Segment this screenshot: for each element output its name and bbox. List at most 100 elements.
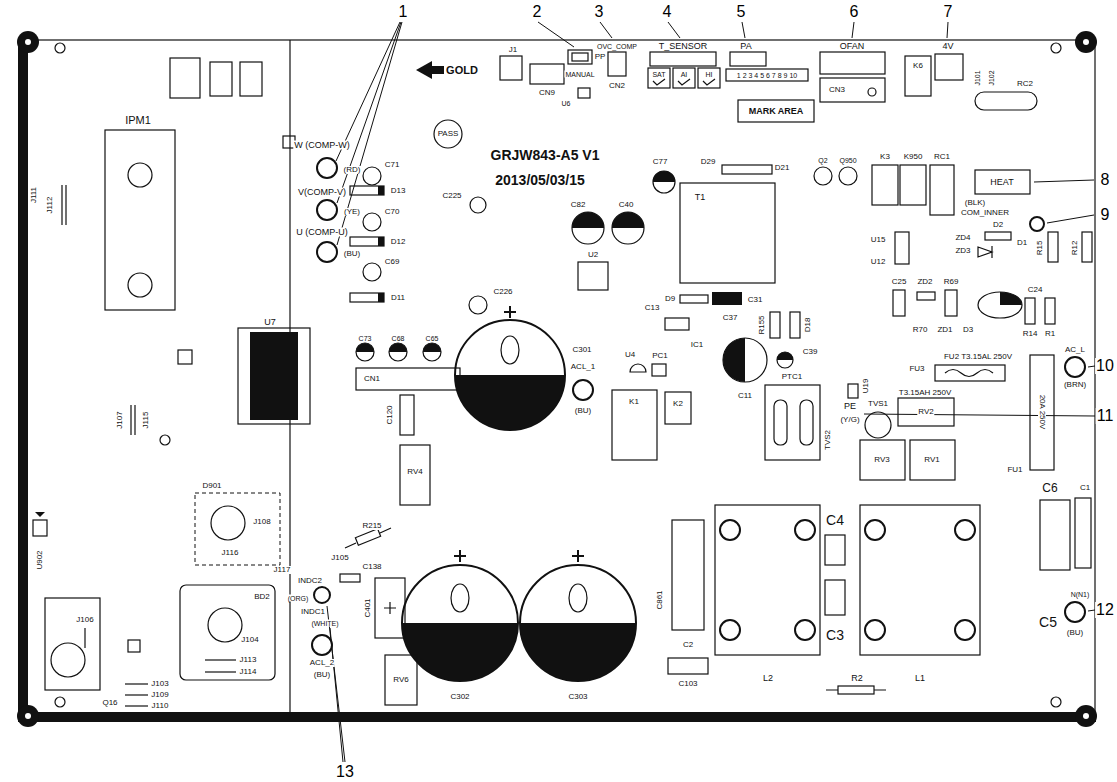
resistor-symbol — [1048, 232, 1058, 262]
inductor-pin — [795, 520, 815, 540]
resistor-symbol — [790, 312, 800, 338]
silkscreen-label: PP — [594, 53, 607, 61]
capacitor-symbol — [825, 580, 845, 615]
silkscreen-label: (WHITE) — [310, 620, 339, 627]
leader-line — [947, 22, 948, 38]
silkscreen-label: J105 — [330, 554, 349, 562]
mounting-hole — [17, 31, 39, 53]
pin-marker — [868, 88, 876, 96]
optocoupler-symbol — [630, 364, 646, 372]
silkscreen-label: C225 — [441, 192, 462, 200]
silkscreen-label: C70 — [384, 208, 401, 216]
silkscreen-label: J102 — [988, 69, 995, 86]
silkscreen-label: RV2 — [917, 408, 934, 416]
check-mark — [703, 79, 715, 85]
diode-symbol — [985, 232, 1011, 240]
varistor-outline — [385, 655, 417, 705]
silkscreen-label: C24 — [1027, 286, 1044, 294]
capacitor-symbol — [423, 343, 441, 361]
silkscreen-label: COM_INNER — [960, 209, 1010, 217]
callout-number: 7 — [943, 4, 954, 20]
silkscreen-label: J101 — [974, 69, 981, 86]
diode-band — [378, 237, 384, 246]
silkscreen-label: U902 — [36, 549, 44, 570]
resistor-symbol — [1045, 298, 1055, 324]
capacitor-symbol — [777, 352, 793, 368]
silkscreen-label: C31 — [747, 296, 764, 304]
mounting-hole — [1075, 31, 1097, 53]
silkscreen-label: L1 — [914, 674, 926, 683]
chip-outline — [895, 232, 909, 264]
fiducial — [1051, 697, 1061, 707]
silkscreen-label: W (COMP-W) — [293, 141, 350, 150]
silkscreen-label: 2013/05/03/15 — [494, 173, 586, 187]
silkscreen-label: Q950 — [838, 157, 857, 164]
leader-line — [1088, 366, 1095, 367]
connector-outline — [650, 52, 716, 66]
mounting-hole — [17, 705, 39, 727]
silkscreen-label: J117 — [273, 566, 292, 574]
silkscreen-label: U6 — [561, 100, 572, 107]
inductor-pin — [720, 620, 740, 640]
silkscreen-label: RV3 — [873, 456, 890, 464]
silkscreen-label: D11 — [390, 294, 406, 302]
board-outline — [20, 40, 1095, 717]
silkscreen-label: GOLD — [445, 65, 479, 76]
polarity-plus — [572, 550, 584, 562]
terminal-pad — [1065, 357, 1085, 377]
capacitor-symbol — [665, 318, 689, 330]
capacitor-symbol — [1075, 498, 1091, 568]
silkscreen-label: K6 — [912, 62, 924, 70]
silkscreen-label: C303 — [567, 693, 588, 701]
polarity-plus — [384, 602, 396, 614]
capacitor-fill — [1000, 292, 1022, 305]
silkscreen-label: C302 — [449, 693, 470, 701]
silkscreen-label: IPM1 — [124, 115, 152, 126]
resistor-symbol — [838, 686, 874, 694]
screw-hole — [211, 506, 245, 540]
d901-outline — [195, 493, 280, 565]
callout-number: 5 — [736, 4, 747, 20]
board-edge — [18, 712, 1096, 722]
capacitor-symbol — [672, 520, 704, 630]
silkscreen-label: C1 — [1079, 484, 1091, 492]
terminal-pad — [312, 635, 332, 655]
capacitor-fill — [777, 352, 793, 360]
diode-band — [378, 186, 384, 195]
silkscreen-label: FU3 — [908, 365, 925, 373]
leader-line — [1047, 215, 1094, 223]
silkscreen-label: K950 — [903, 153, 924, 161]
ptc-slot — [800, 400, 813, 445]
silkscreen-label: U15 — [870, 236, 887, 244]
silkscreen-label: INDC2 — [297, 577, 323, 585]
diode-symbol — [350, 186, 384, 195]
capacitor-fill — [423, 343, 441, 352]
diode-band — [378, 293, 384, 302]
silkscreen-label: U4 — [624, 351, 636, 359]
silkscreen-label: (YE) — [343, 208, 361, 216]
silkscreen-label: Q2 — [817, 157, 828, 164]
jumper-line — [61, 185, 62, 225]
silkscreen-label: D21 — [774, 164, 791, 172]
diode-symbol — [680, 295, 708, 303]
relay-outline — [665, 392, 691, 424]
zener-symbol — [917, 292, 935, 300]
silkscreen-label: R2 — [850, 674, 864, 683]
jumper-line — [134, 405, 135, 435]
jumper-line — [65, 185, 66, 225]
capacitor-symbol — [469, 296, 487, 314]
direction-arrow — [416, 61, 432, 79]
silkscreen-label: CN3 — [828, 86, 846, 94]
pin1-marker — [35, 512, 45, 517]
checkbox — [673, 68, 695, 88]
mounting-hole — [25, 713, 31, 719]
silkscreen-label: RV1 — [923, 456, 940, 464]
silkscreen-label: AC_L — [1064, 346, 1086, 354]
silkscreen-label: R155 — [758, 314, 766, 335]
capacitor-symbol — [455, 320, 565, 430]
jumper-line — [205, 671, 236, 672]
silkscreen-label: C69 — [384, 258, 401, 266]
silkscreen-label: C301 — [571, 346, 592, 354]
direction-arrow — [432, 66, 444, 74]
